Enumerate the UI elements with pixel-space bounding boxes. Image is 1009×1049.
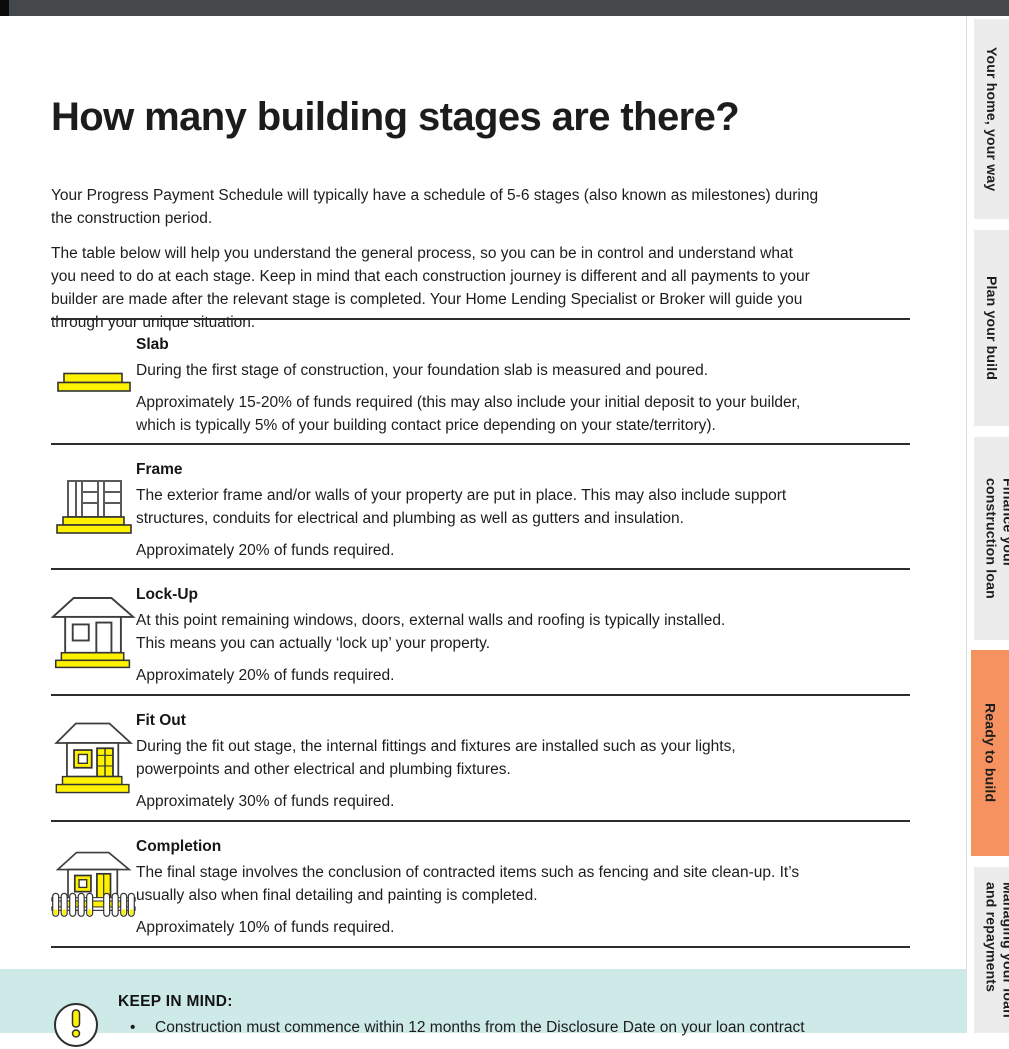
- stage-row-frame: Frame The exterior frame and/or walls of…: [51, 443, 910, 568]
- stage-funds: Approximately 10% of funds required.: [136, 916, 910, 939]
- building-stages-table: Slab During the first stage of construct…: [51, 318, 910, 948]
- stage-row-completion: Completion The final stage involves the …: [51, 820, 910, 946]
- sidebar-tab-label: Managing your loan and repayments: [983, 882, 1009, 1018]
- stage-row-slab: Slab During the first stage of construct…: [51, 318, 910, 443]
- sidebar-tab-managing-loan-repayments[interactable]: Managing your loan and repayments: [974, 867, 1009, 1033]
- stage-description: The exterior frame and/or walls of your …: [136, 484, 910, 530]
- stage-description: During the fit out stage, the internal f…: [136, 735, 910, 781]
- bullet-marker: •: [130, 1016, 144, 1039]
- frame-icon: [51, 445, 136, 568]
- viewer-top-bar: [0, 0, 1009, 16]
- stage-funds: Approximately 30% of funds required.: [136, 790, 910, 813]
- stage-name: Frame: [136, 459, 910, 480]
- sidebar-tab-your-home-your-way[interactable]: Your home, your way: [974, 19, 1009, 219]
- sidebar-tab-label: Ready to build: [982, 703, 999, 802]
- sidebar-tab-plan-your-build[interactable]: Plan your build: [974, 230, 1009, 426]
- stage-description: The final stage involves the conclusion …: [136, 861, 910, 907]
- stage-row-fit-out: Fit Out During the fit out stage, the in…: [51, 694, 910, 820]
- completion-house-icon: [51, 822, 136, 946]
- page-title: How many building stages are there?: [51, 95, 931, 139]
- sidebar-tab-label: Finance your construction loan: [983, 478, 1009, 599]
- stage-funds: Approximately 20% of funds required.: [136, 539, 910, 562]
- keep-in-mind-section: KEEP IN MIND: • Construction must commen…: [0, 969, 966, 1033]
- keep-in-mind-bullet: • Construction must commence within 12 m…: [130, 1016, 805, 1039]
- stage-description: During the first stage of construction, …: [136, 359, 910, 382]
- stage-name: Fit Out: [136, 710, 910, 731]
- viewer-top-bar-corner: [0, 0, 9, 16]
- stage-name: Lock-Up: [136, 584, 910, 605]
- stage-name: Slab: [136, 334, 910, 355]
- keep-in-mind-heading: KEEP IN MIND:: [118, 993, 233, 1011]
- lock-up-house-icon: [51, 570, 136, 694]
- stage-row-lock-up: Lock-Up At this point remaining windows,…: [51, 568, 910, 694]
- bullet-text: Construction must commence within 12 mon…: [155, 1016, 805, 1039]
- page-edge-divider: [966, 16, 967, 1033]
- slab-icon: [51, 320, 136, 443]
- exclamation-icon: [52, 1001, 100, 1049]
- stage-description: At this point remaining windows, doors, …: [136, 609, 910, 655]
- fit-out-house-icon: [51, 696, 136, 820]
- intro-paragraph-1: Your Progress Payment Schedule will typi…: [51, 184, 923, 230]
- sidebar-tab-ready-to-build[interactable]: Ready to build: [971, 650, 1009, 856]
- sidebar-tab-label: Your home, your way: [983, 47, 1000, 191]
- stage-name: Completion: [136, 836, 910, 857]
- stage-funds: Approximately 20% of funds required.: [136, 664, 910, 687]
- stage-funds: Approximately 15-20% of funds required (…: [136, 391, 910, 437]
- sidebar-tab-label: Plan your build: [983, 276, 1000, 380]
- sidebar-tab-finance-construction-loan[interactable]: Finance your construction loan: [974, 437, 1009, 640]
